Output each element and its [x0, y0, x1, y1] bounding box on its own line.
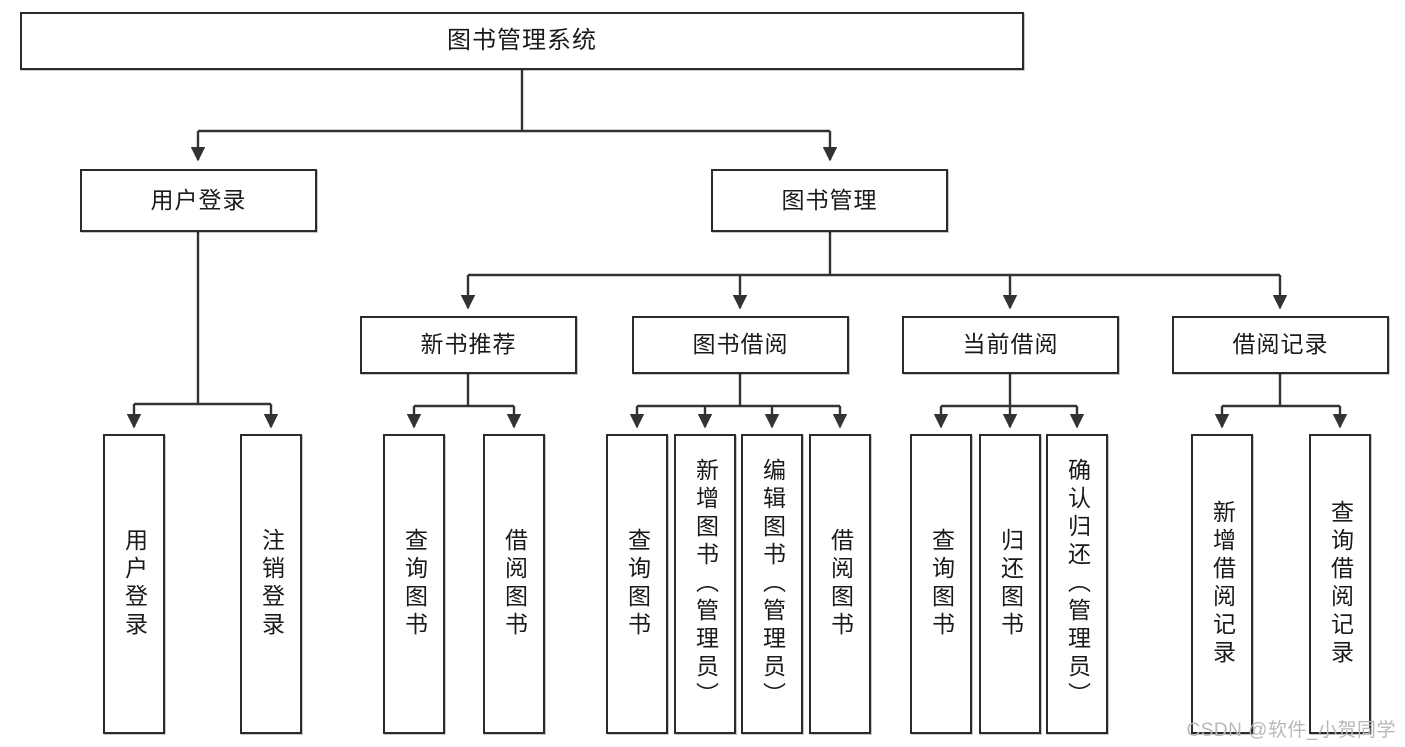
leaf-user-login[interactable]: 用户登录	[103, 434, 165, 734]
node-label: 用户登录	[121, 528, 148, 640]
leaf-logout-login[interactable]: 注销登录	[240, 434, 302, 734]
leaf-query-borrow-record[interactable]: 查询借阅记录	[1309, 434, 1371, 734]
node-label: 图书管理	[781, 186, 878, 213]
node-label: 归还图书	[997, 528, 1024, 640]
node-label: 借阅记录	[1232, 331, 1329, 358]
node-label: 图书借阅	[692, 331, 789, 358]
leaf-return-book[interactable]: 归还图书	[979, 434, 1041, 734]
node-book-borrow[interactable]: 图书借阅	[632, 316, 849, 374]
node-label: 借阅图书	[827, 528, 854, 640]
node-label: 新增借阅记录	[1209, 500, 1236, 668]
node-label: 确认归还（管理员）	[1064, 458, 1091, 710]
node-borrow-record[interactable]: 借阅记录	[1172, 316, 1389, 374]
node-book-management[interactable]: 图书管理	[711, 169, 948, 232]
node-label: 查询图书	[624, 528, 651, 640]
leaf-borrow-book[interactable]: 借阅图书	[809, 434, 871, 734]
node-label: 编辑图书（管理员）	[759, 458, 786, 710]
leaf-add-book-admin[interactable]: 新增图书（管理员）	[674, 434, 736, 734]
leaf-edit-book-admin[interactable]: 编辑图书（管理员）	[741, 434, 803, 734]
leaf-borrow-book-recommend[interactable]: 借阅图书	[483, 434, 545, 734]
node-label: 借阅图书	[501, 528, 528, 640]
node-label: 新增图书（管理员）	[692, 458, 719, 710]
node-label: 查询借阅记录	[1327, 500, 1354, 668]
node-current-borrow[interactable]: 当前借阅	[902, 316, 1119, 374]
node-label: 注销登录	[258, 528, 285, 640]
node-root-system[interactable]: 图书管理系统	[20, 12, 1024, 70]
node-label: 图书管理系统	[447, 26, 597, 54]
node-user-login[interactable]: 用户登录	[80, 169, 317, 232]
node-new-book-recommend[interactable]: 新书推荐	[360, 316, 577, 374]
node-label: 当前借阅	[962, 331, 1059, 358]
leaf-confirm-return-admin[interactable]: 确认归还（管理员）	[1046, 434, 1108, 734]
node-label: 新书推荐	[420, 331, 517, 358]
leaf-query-book-current[interactable]: 查询图书	[910, 434, 972, 734]
node-label: 用户登录	[150, 186, 247, 213]
leaf-query-book-borrow[interactable]: 查询图书	[606, 434, 668, 734]
node-label: 查询图书	[401, 528, 428, 640]
leaf-add-borrow-record[interactable]: 新增借阅记录	[1191, 434, 1253, 734]
node-label: 查询图书	[928, 528, 955, 640]
leaf-query-book-recommend[interactable]: 查询图书	[383, 434, 445, 734]
